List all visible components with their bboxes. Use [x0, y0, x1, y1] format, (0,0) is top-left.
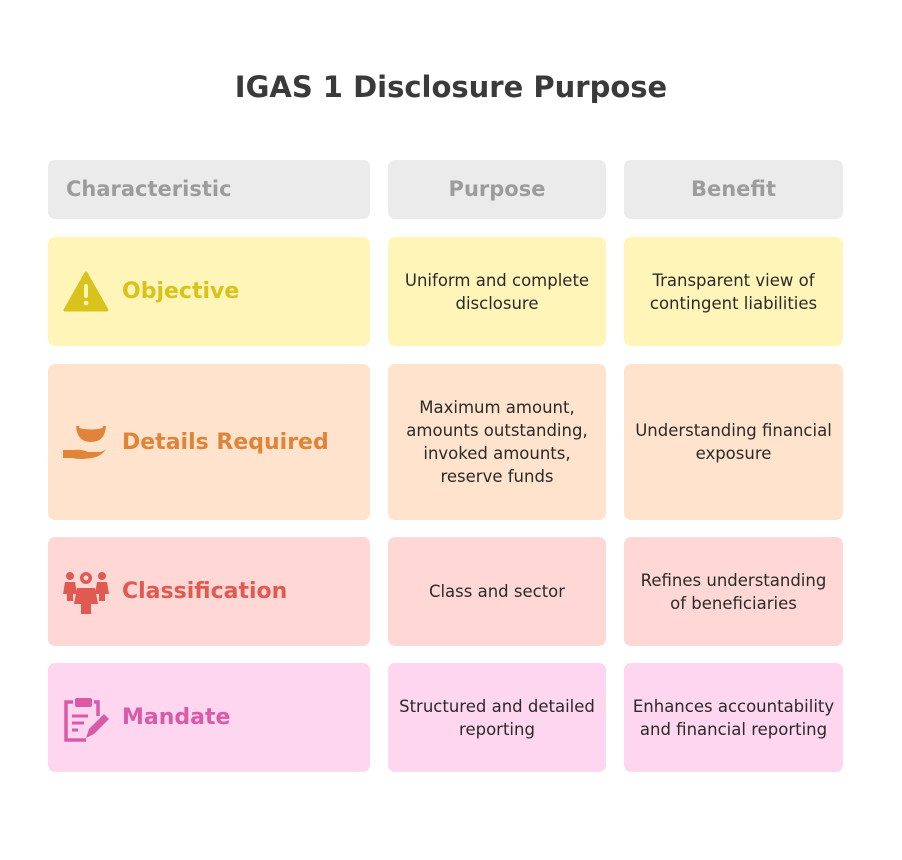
benefit-cell: Enhances accountability and financial re… [624, 663, 843, 772]
row-classification-characteristic: Classification [48, 537, 370, 646]
row-mandate-characteristic: Mandate [48, 663, 370, 772]
header-characteristic: Characteristic [48, 160, 370, 219]
characteristic-label: Details Required [122, 429, 329, 455]
characteristic-label: Mandate [122, 705, 231, 730]
people-group-icon [63, 571, 109, 614]
purpose-cell: Class and sector [388, 537, 606, 646]
header-benefit: Benefit [624, 160, 843, 219]
characteristic-label: Objective [122, 279, 240, 304]
header-purpose: Purpose [388, 160, 606, 219]
benefit-cell: Refines understanding of beneficiaries [624, 537, 843, 646]
row-details-characteristic: Details Required [48, 364, 370, 520]
row-objective-characteristic: Objective [48, 237, 370, 346]
clipboard-pen-icon [64, 697, 109, 742]
benefit-cell: Transparent view of contingent liabiliti… [624, 237, 843, 346]
hand-bowl-icon [63, 424, 106, 459]
benefit-cell: Understanding financial exposure [624, 364, 843, 520]
purpose-cell: Structured and detailed reporting [388, 663, 606, 772]
page-title: IGAS 1 Disclosure Purpose [234, 70, 668, 104]
purpose-cell: Maximum amount, amounts outstanding, inv… [388, 364, 606, 520]
purpose-cell: Uniform and complete disclosure [388, 237, 606, 346]
warning-icon [63, 271, 109, 311]
characteristic-label: Classification [122, 579, 288, 604]
